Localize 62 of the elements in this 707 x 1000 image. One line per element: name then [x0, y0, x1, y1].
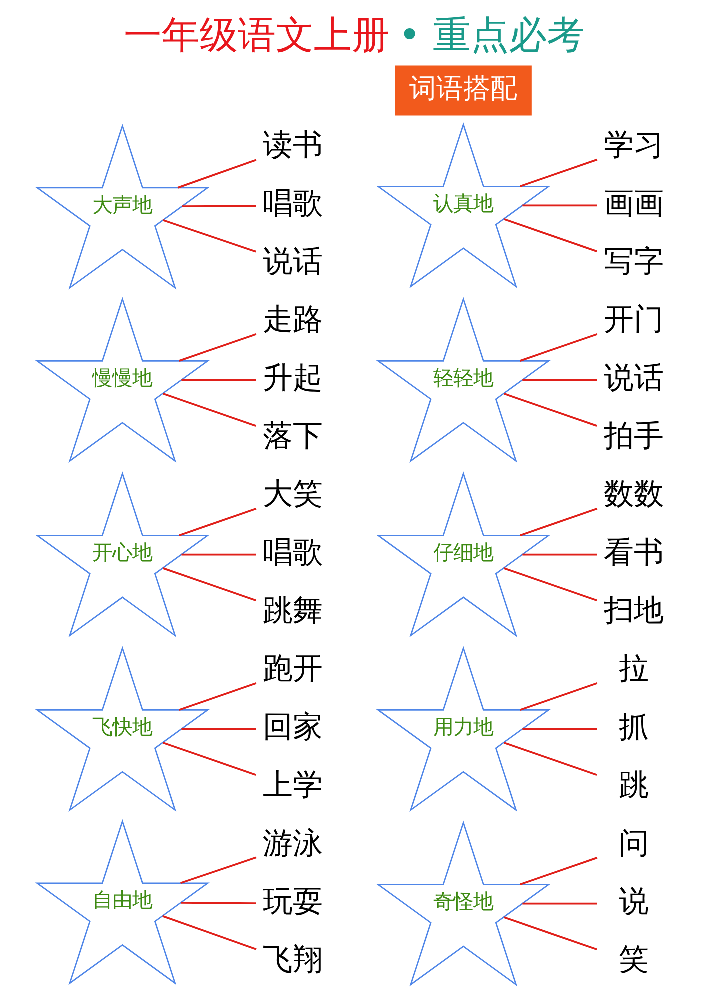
node-text: 回家	[262, 710, 323, 745]
node-text: 走路	[262, 302, 323, 338]
node-text: 升起	[262, 360, 323, 396]
connector	[181, 379, 256, 382]
connector	[503, 218, 597, 252]
node-text: 开门	[604, 302, 664, 338]
node-text: 问	[618, 826, 649, 862]
node-text: 落下	[262, 419, 323, 454]
connector	[520, 333, 598, 362]
node-text: 看书	[604, 535, 664, 570]
node-text: 飞翔	[262, 942, 323, 978]
connector	[503, 568, 597, 602]
node-text: 唱歌	[262, 535, 323, 570]
node-text: 说话	[262, 244, 323, 280]
node-text: 说	[618, 884, 649, 920]
connector	[522, 554, 597, 556]
node-text: 写字	[604, 244, 664, 280]
connector	[522, 379, 597, 382]
node-text: 玩耍	[262, 884, 323, 920]
connector	[162, 220, 256, 253]
connector	[520, 158, 598, 188]
connector	[162, 568, 256, 602]
node-text: 拉	[618, 652, 649, 687]
node-text: 跑开	[262, 652, 323, 687]
node-text: 抓	[618, 710, 649, 745]
connector	[177, 159, 256, 189]
connector	[180, 902, 256, 905]
connector	[503, 742, 597, 776]
connector	[181, 554, 256, 556]
connector	[522, 204, 597, 207]
node-text: 唱歌	[262, 186, 323, 222]
connector	[503, 393, 597, 427]
connector	[162, 393, 256, 427]
connector	[162, 742, 256, 776]
connector	[180, 856, 256, 884]
node-text: 游泳	[262, 826, 323, 862]
diagram-title: 一年级语文上册 • 重点必考	[124, 12, 585, 57]
node-text: 笑	[618, 942, 649, 978]
node-box: 词语搭配	[394, 66, 532, 116]
connector	[520, 508, 598, 536]
connector	[520, 857, 598, 886]
connector	[178, 333, 256, 362]
node-text: 跳	[618, 768, 649, 804]
connector	[182, 205, 256, 208]
connector	[522, 902, 597, 905]
node-text: 上学	[262, 768, 323, 804]
connector	[178, 508, 256, 536]
connector	[522, 728, 597, 730]
connector	[178, 682, 256, 711]
connector	[520, 682, 598, 711]
node-text: 读书	[262, 128, 323, 164]
node-text: 说话	[604, 360, 664, 396]
node-text: 数数	[604, 477, 664, 512]
node-text: 扫地	[604, 594, 664, 629]
node-text: 拍手	[604, 419, 664, 454]
connector	[162, 915, 256, 950]
node-text: 学习	[604, 128, 664, 164]
connector	[181, 728, 256, 730]
connector	[503, 916, 597, 951]
node-text: 跳舞	[262, 594, 323, 629]
node-text: 画画	[604, 186, 664, 222]
node-text: 大笑	[262, 477, 323, 512]
